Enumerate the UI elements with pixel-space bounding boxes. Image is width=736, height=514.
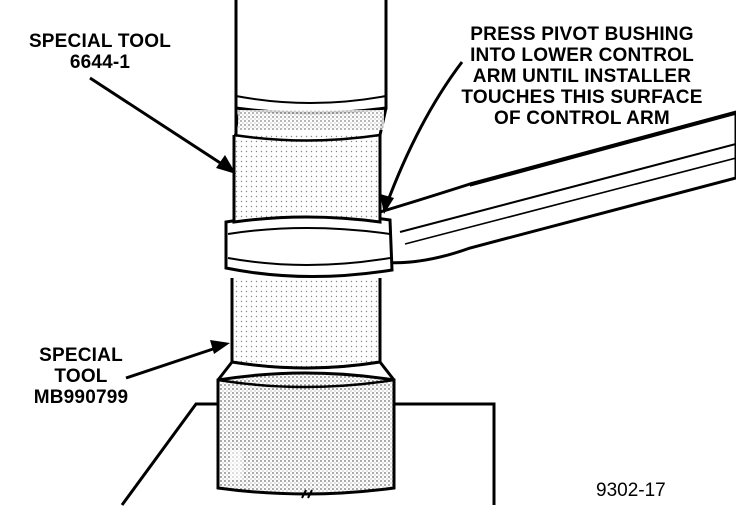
lower-tool-cup	[216, 361, 396, 496]
base-tick-marks	[301, 489, 313, 499]
label-special-tool-6644-1: SPECIAL TOOL 6644-1	[28, 31, 172, 73]
label-press-instruction: PRESS PIVOT BUSHING INTO LOWER CONTROL A…	[461, 24, 703, 129]
leader-upper-tool	[89, 76, 236, 174]
upper-shaft	[232, 133, 382, 224]
leader-lower-tool	[125, 340, 230, 380]
lower-control-arm	[378, 110, 736, 265]
pivot-bushing-collar	[224, 212, 394, 279]
lower-shaft	[230, 278, 382, 370]
figure-number: 9302-17	[596, 480, 666, 501]
upper-tool-head	[234, 0, 388, 136]
leader-instruction	[380, 61, 464, 214]
label-special-tool-mb990799: SPECIAL TOOL MB990799	[33, 345, 129, 408]
